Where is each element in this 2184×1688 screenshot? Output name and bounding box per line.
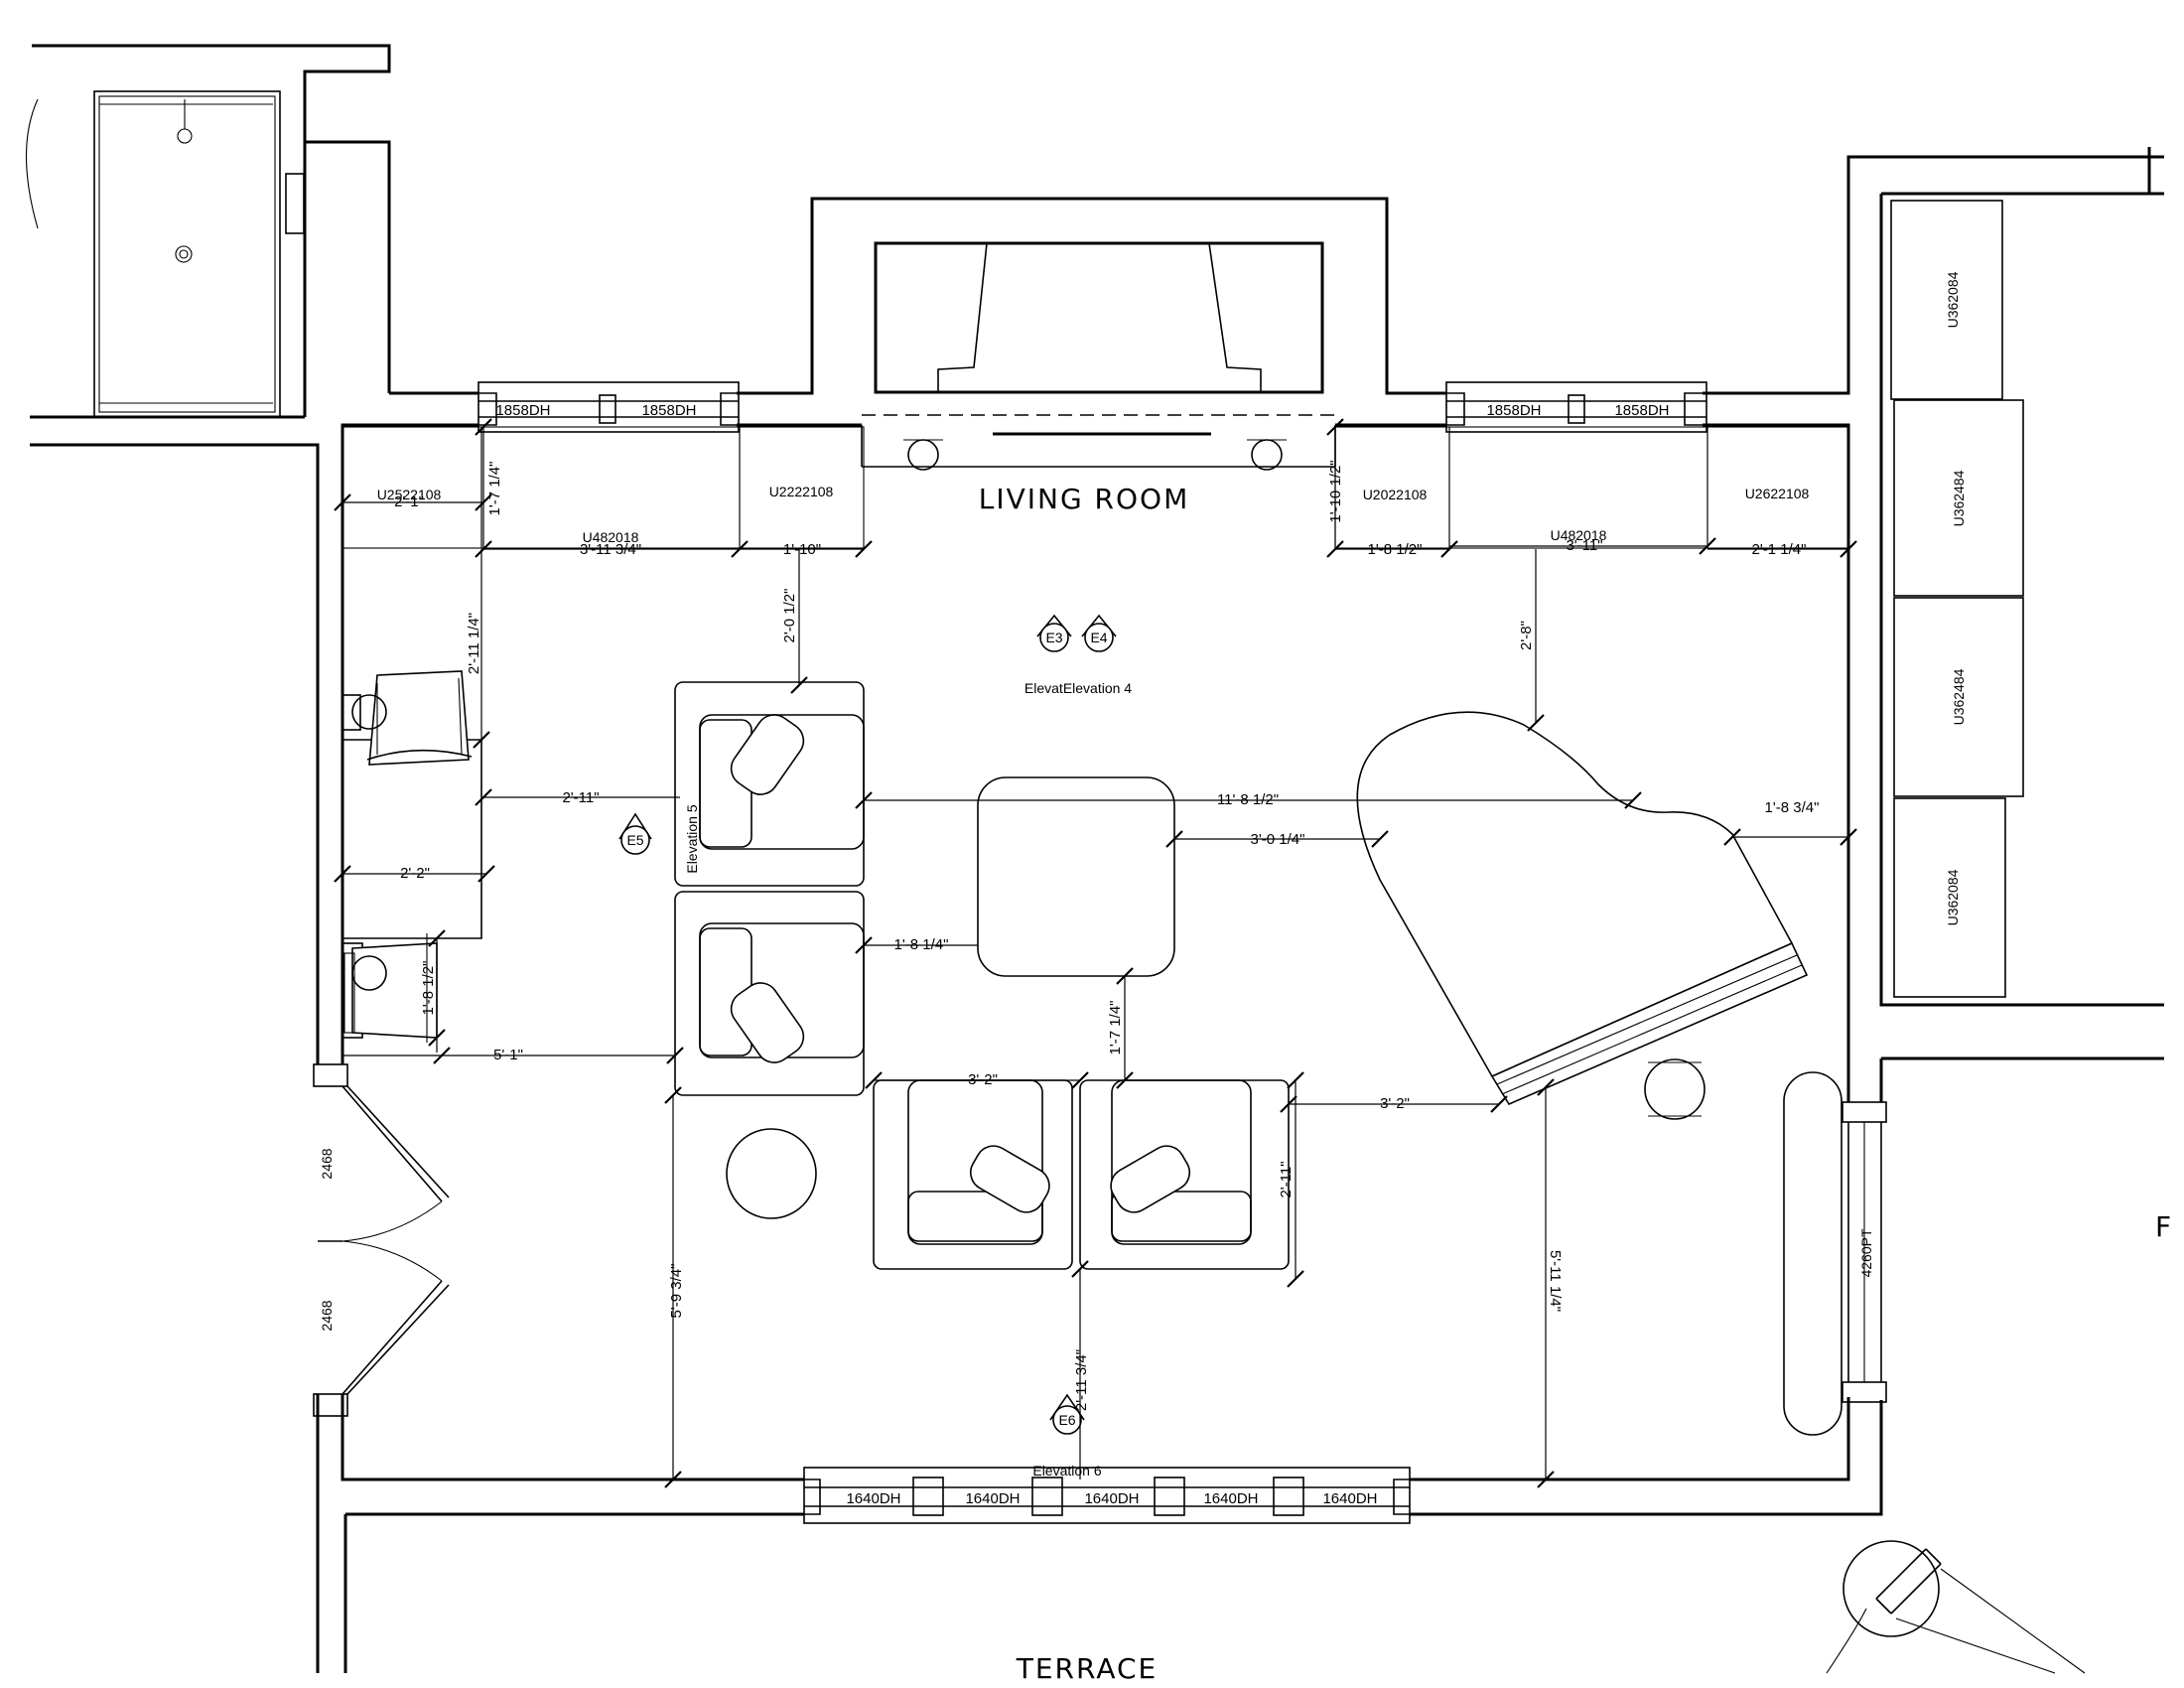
window-label: 1858DH xyxy=(1486,402,1541,419)
window-label: 1858DH xyxy=(641,402,696,419)
dimension-label: 2'-1 1/4" xyxy=(1752,541,1807,558)
dimension-label: 1'-8 1/2" xyxy=(420,961,437,1016)
piano-bench xyxy=(1644,1058,1706,1120)
elevation-marker-e5: E5 xyxy=(618,812,652,855)
cabinet-label: U362484 xyxy=(1951,668,1967,725)
dimension-label: 3'-11" xyxy=(1566,537,1602,554)
dimension-label: 2'-11" xyxy=(1278,1161,1295,1197)
elevation-label: Elevation 5 xyxy=(684,804,700,873)
dimension-label: 3'-11 3/4" xyxy=(580,541,641,558)
elevation-label: ElevatElevation 4 xyxy=(1024,680,1132,696)
dimension-label: 2'-8" xyxy=(1518,621,1535,650)
dimension-label: 5'-11 1/4" xyxy=(1547,1250,1564,1312)
dimension-label: 2'-1" xyxy=(394,493,424,510)
svg-text:E5: E5 xyxy=(626,832,643,848)
dimension-label: 3'-2" xyxy=(968,1071,998,1088)
dimension-label: 11'-8 1/2" xyxy=(1217,791,1279,808)
cabinet-label: U2622108 xyxy=(1745,486,1810,501)
room-title: LIVING ROOM xyxy=(979,483,1190,515)
window-bottom: 1640DH 1640DH 1640DH 1640DH 1640DH xyxy=(803,1467,1411,1524)
window-label: 1858DH xyxy=(495,402,550,419)
dimensions: 2'-1" 3'-11 3/4" 1'-10" 1'-8 1/2" 3'-11"… xyxy=(334,418,1857,1488)
window-label: 1858DH xyxy=(1614,402,1669,419)
door-bottom-right xyxy=(1826,1540,2086,1674)
cabinets-right: U362084 U362484 U362484 U362084 xyxy=(1890,200,2024,998)
bench-right xyxy=(1783,1071,1843,1436)
window-label: 1640DH xyxy=(1084,1490,1139,1507)
svg-text:E6: E6 xyxy=(1058,1412,1075,1428)
walls xyxy=(30,44,2164,1673)
dimension-label: 2'-11 1/4" xyxy=(466,613,482,674)
elevation-markers: E3 E4 ElevatElevation 4 E5 Elevation 5 E… xyxy=(618,614,1132,1478)
dimension-label: 1'-7 1/4" xyxy=(486,462,503,516)
dimension-label: 1'-10 1/2" xyxy=(1327,460,1344,522)
cabinet-label: U2022108 xyxy=(1363,487,1428,502)
door-label: 2468 xyxy=(319,1148,335,1179)
desk-nook xyxy=(341,670,482,1043)
dimension-label: 1'-7 1/4" xyxy=(1107,1001,1124,1055)
door-right-patio: 4260PT xyxy=(1842,1101,1887,1403)
fireplace: LIVING ROOM xyxy=(861,241,1336,515)
dimension-label: 1'-10" xyxy=(783,541,821,558)
svg-text:E4: E4 xyxy=(1090,630,1107,645)
piano-keys xyxy=(1496,954,1803,1095)
window-label: 1640DH xyxy=(1322,1490,1377,1507)
window-label: 1640DH xyxy=(1203,1490,1258,1507)
elevation-marker-e6: E6 xyxy=(1049,1393,1085,1435)
chair-left-lower xyxy=(674,891,865,1096)
dimension-label: 1'-8 1/2" xyxy=(1368,541,1423,558)
dimension-label: 1'-8 1/4" xyxy=(894,936,949,953)
window-label: 1640DH xyxy=(846,1490,900,1507)
door-label: 4260PT xyxy=(1858,1228,1874,1277)
dimension-label: 3'-2" xyxy=(1380,1095,1410,1112)
cabinet-label: U362484 xyxy=(1951,470,1967,526)
edge-letter: F xyxy=(2155,1210,2173,1243)
elevation-marker-e3: E3 xyxy=(1036,614,1072,652)
dimension-label: 2'-11 3/4" xyxy=(1073,1349,1090,1411)
dimension-label: 3'-0 1/4" xyxy=(1251,831,1305,848)
svg-text:E3: E3 xyxy=(1045,630,1062,645)
dimension-label: 2'-0 1/2" xyxy=(781,589,798,643)
chair-bottom-left xyxy=(873,1079,1073,1270)
window-top-right: 1858DH 1858DH xyxy=(1445,381,1707,433)
cabinet-label: U362084 xyxy=(1945,271,1961,328)
dimension-label: 5'-9 3/4" xyxy=(668,1264,685,1319)
window-label: 1640DH xyxy=(965,1490,1020,1507)
door-left: 2468 2468 xyxy=(313,1063,450,1417)
shower xyxy=(25,90,305,418)
dimension-label: 1'-8 3/4" xyxy=(1765,799,1820,816)
elevation-label: Elevation 6 xyxy=(1032,1463,1101,1478)
grand-piano xyxy=(1356,711,1809,1120)
cabinet-label: U482018 xyxy=(1551,527,1607,543)
cabinet-label: U2522108 xyxy=(377,487,442,502)
cabinet-label: U362084 xyxy=(1945,869,1961,925)
side-table xyxy=(726,1128,817,1219)
cabinet-label: U2222108 xyxy=(769,484,834,499)
cabinet-label: U482018 xyxy=(583,529,639,545)
dimension-label: 2'-2" xyxy=(400,865,430,882)
coffee-table xyxy=(977,776,1175,977)
chair-left-upper xyxy=(674,681,865,887)
chair-bottom-right xyxy=(1079,1079,1290,1270)
dimension-label: 2'-11" xyxy=(562,789,599,806)
elevation-marker-e4: E4 xyxy=(1081,614,1117,652)
window-top-left: 1858DH 1858DH xyxy=(478,381,740,433)
terrace-label: TERRACE xyxy=(1016,1652,1158,1685)
door-label: 2468 xyxy=(319,1300,335,1331)
dimension-label: 5'-1" xyxy=(493,1047,523,1063)
